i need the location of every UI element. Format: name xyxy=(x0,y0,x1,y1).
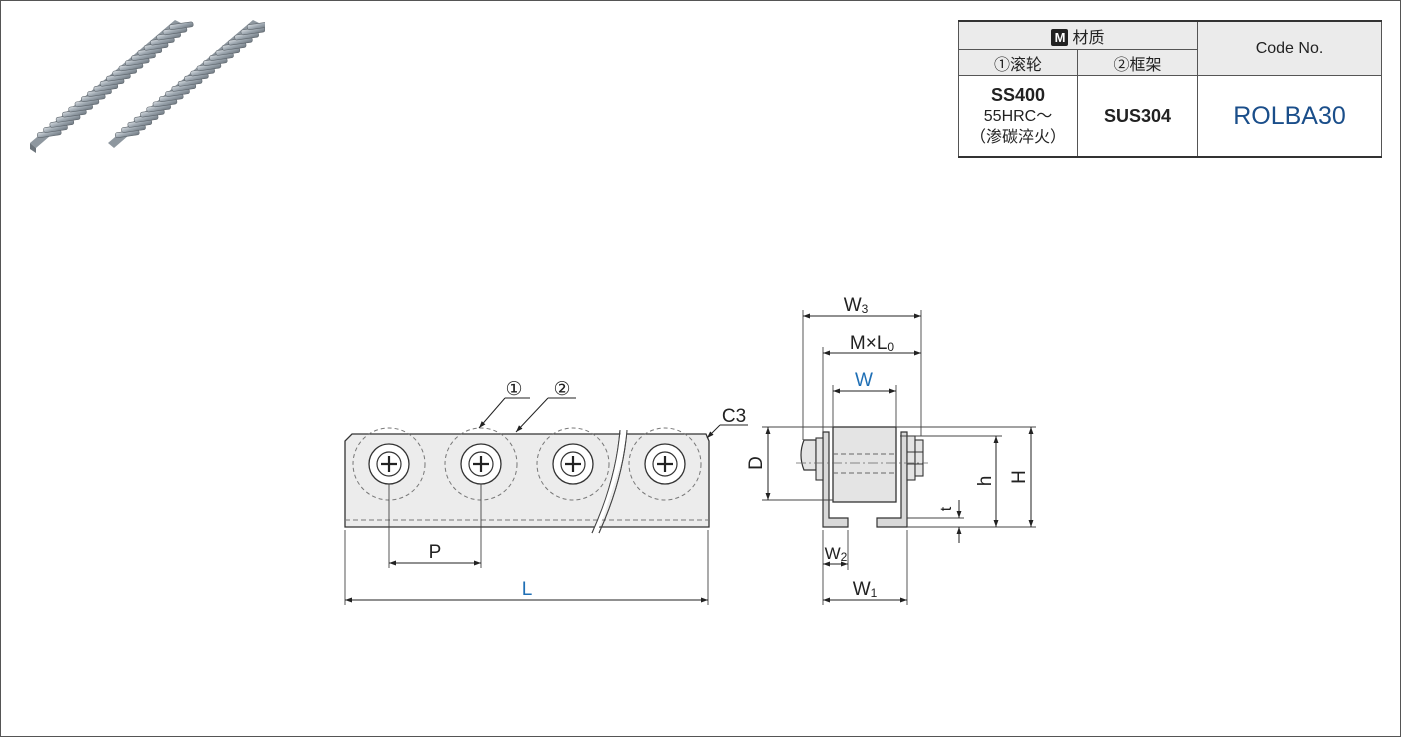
length-label: L xyxy=(522,579,533,600)
roller-treatment: （渗碳淬火） xyxy=(969,128,1066,146)
roller-conveyor-photo xyxy=(30,20,265,153)
h-small-label: h xyxy=(975,476,996,487)
h-big-label: H xyxy=(1009,470,1030,484)
col-roller: ①滚轮 xyxy=(958,49,1078,76)
roller-3 xyxy=(536,427,610,501)
material-badge: M xyxy=(1051,28,1069,46)
callout-roller: ① xyxy=(505,379,522,400)
w-label: W xyxy=(855,370,873,391)
w2-label: W2 xyxy=(825,544,848,564)
section-view: W3 M×L0 W D h H t W2 W1 xyxy=(746,295,1036,605)
d-label: D xyxy=(746,456,767,470)
t-label: t xyxy=(938,506,955,511)
material-header: 材质 xyxy=(1072,29,1105,47)
m-l0-label: M×L0 xyxy=(850,333,895,354)
w1-label: W1 xyxy=(853,579,878,600)
roller-material: SS400 xyxy=(990,84,1046,105)
callout-frame: ② xyxy=(553,379,570,400)
frame-material: SUS304 xyxy=(1077,75,1198,158)
col-frame: ②框架 xyxy=(1077,49,1198,76)
photo-roller xyxy=(246,21,265,30)
photo-roller xyxy=(168,21,194,30)
pitch-label: P xyxy=(429,542,442,563)
w3-label: W3 xyxy=(844,295,869,316)
roller-material-cell: SS400 55HRC～ （渗碳淬火） xyxy=(958,75,1078,158)
code-value: ROLBA30 xyxy=(1197,75,1382,158)
chamfer-label: C3 xyxy=(722,406,746,427)
code-header: Code No. xyxy=(1197,20,1382,76)
roller-hardness: 55HRC～ xyxy=(983,107,1053,125)
roller-4 xyxy=(628,427,702,501)
side-view: P L ① ② C3 xyxy=(344,379,748,605)
